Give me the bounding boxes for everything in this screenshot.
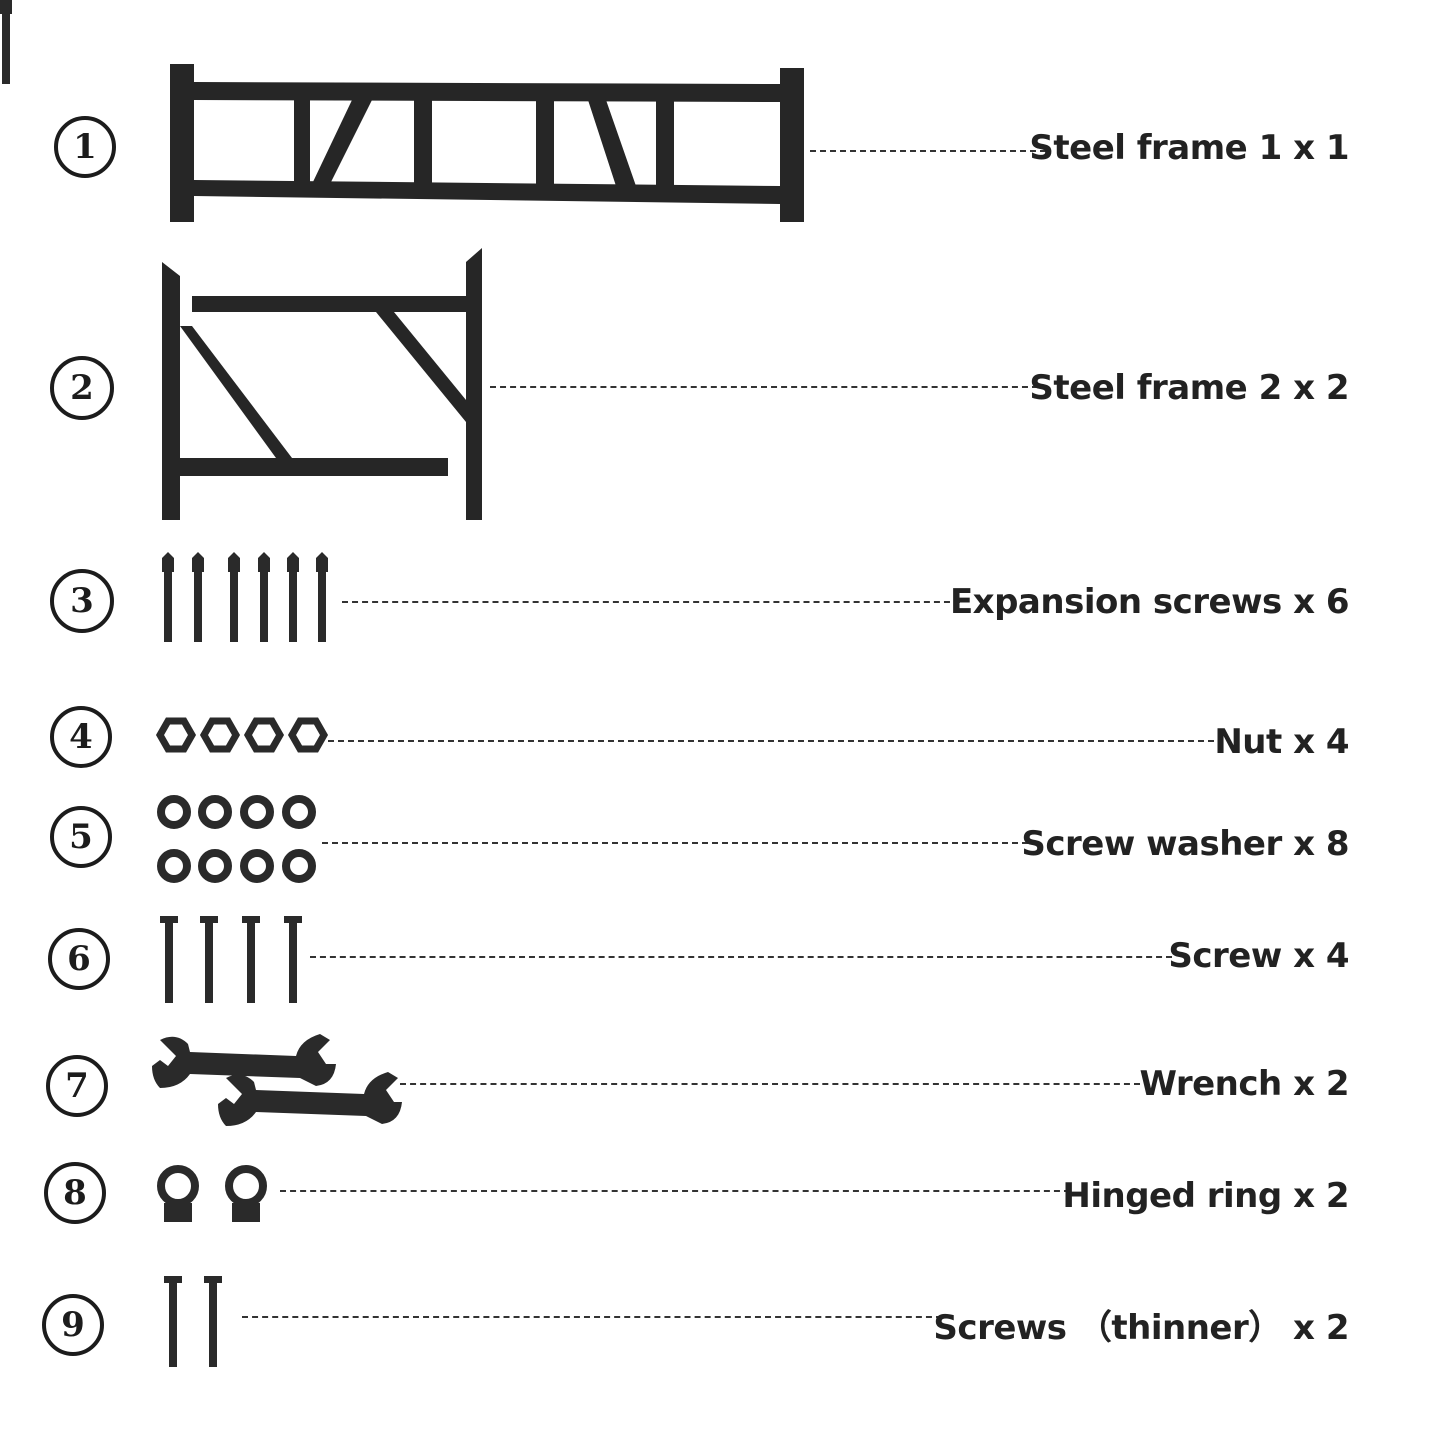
nuts-illustration xyxy=(155,717,329,753)
part-number-5: 5 xyxy=(50,806,112,868)
leader-line-8 xyxy=(280,1190,1070,1192)
part-label-3: Expansion screws x 6 xyxy=(949,582,1350,622)
part-label-2: Steel frame 2 x 2 xyxy=(1029,368,1349,408)
part-number-6: 6 xyxy=(48,928,110,990)
part-number-3: 3 xyxy=(50,569,114,633)
part-number-7: 7 xyxy=(46,1055,108,1117)
steel-frame-2-illustration xyxy=(162,248,482,520)
wrenches-illustration xyxy=(152,1034,402,1126)
part-number-8: 8 xyxy=(44,1162,106,1224)
hinged-rings-illustration xyxy=(157,1165,267,1222)
leader-line-4 xyxy=(328,740,1214,742)
part-label-4: Nut x 4 xyxy=(1214,722,1349,762)
expansion-screws-illustration xyxy=(0,0,328,642)
part-label-9: Screws （thinner） x 2 xyxy=(933,1308,1349,1348)
leader-line-6 xyxy=(310,956,1172,958)
leader-line-5 xyxy=(322,842,1028,844)
leader-line-2 xyxy=(490,386,1038,388)
washers-illustration xyxy=(157,795,316,883)
part-number-1: 1 xyxy=(54,116,116,178)
part-number-9: 9 xyxy=(42,1294,104,1356)
part-number-4: 4 xyxy=(50,706,112,768)
part-label-8: Hinged ring x 2 xyxy=(1062,1176,1349,1216)
leader-line-7 xyxy=(400,1083,1140,1085)
part-label-1: Steel frame 1 x 1 xyxy=(1029,128,1349,168)
leader-line-9 xyxy=(242,1316,942,1318)
part-label-5: Screw washer x 8 xyxy=(1021,824,1349,864)
leader-line-3 xyxy=(342,601,960,603)
steel-frame-1-illustration xyxy=(170,64,804,222)
part-label-7: Wrench x 2 xyxy=(1139,1064,1349,1104)
leader-line-1 xyxy=(810,150,1046,152)
part-number-2: 2 xyxy=(50,356,114,420)
part-label-6: Screw x 4 xyxy=(1168,936,1349,976)
thinner-screws-illustration xyxy=(164,1276,222,1367)
screws-illustration xyxy=(160,916,302,1003)
